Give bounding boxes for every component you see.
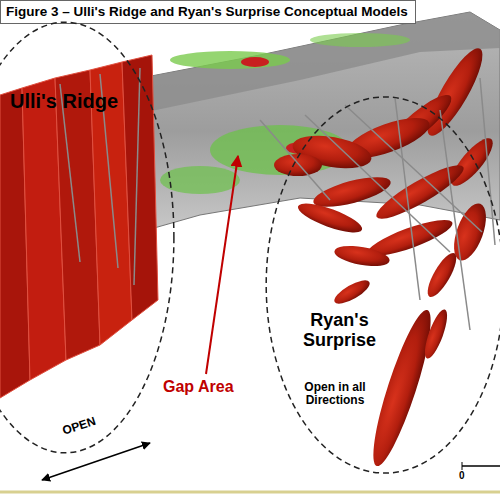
region-note: Open in all Directions: [295, 381, 375, 407]
anomaly-red: [241, 57, 269, 67]
region-ellipse: Ulli's RidgeOPEN: [0, 20, 175, 455]
dashed-outline: [265, 95, 500, 475]
dashed-ellipse: [0, 22, 174, 453]
ore-bodies: [274, 42, 499, 470]
region-note: OPEN: [61, 407, 122, 438]
gap-label: Gap Area: [163, 378, 234, 396]
region-name: Ulli's Ridge: [10, 90, 160, 112]
scale-tick: [462, 462, 463, 470]
dashed-ellipse: [266, 97, 500, 473]
open-arrow: [42, 443, 150, 480]
anomaly-green: [170, 51, 290, 69]
scale-bar: [462, 465, 500, 467]
region-name: Ryan's Surprise: [287, 311, 392, 351]
gap-arrow: [206, 156, 238, 374]
drill-holes: [60, 68, 495, 330]
base-line: [0, 491, 500, 494]
dashed-outline: [0, 20, 175, 455]
anomaly-green: [310, 33, 410, 47]
region-ellipse: Ryan's SurpriseOpen in all Directions: [265, 95, 500, 475]
figure-title: Figure 3 – Ulli's Ridge and Ryan's Surpr…: [0, 0, 416, 24]
anomaly-green: [160, 166, 240, 194]
scale-number: 0: [459, 470, 465, 481]
